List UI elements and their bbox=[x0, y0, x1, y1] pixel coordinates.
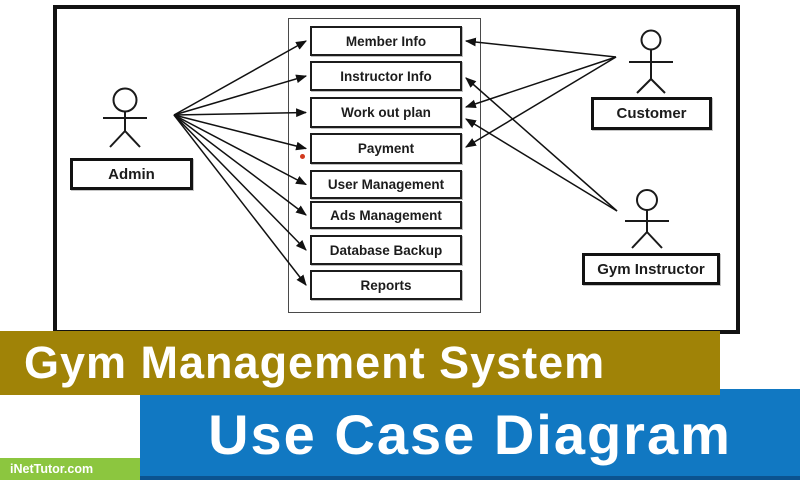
use-case-work-out-plan: Work out plan bbox=[310, 97, 462, 128]
arrow-admin-to-database-backup bbox=[173, 114, 307, 251]
arrow-admin-to-reports bbox=[173, 114, 307, 286]
association-arrows bbox=[173, 37, 618, 286]
actor-label-customer: Customer bbox=[591, 97, 712, 130]
use-case-user-management: User Management bbox=[310, 170, 462, 199]
customer-actor-icon bbox=[629, 29, 673, 94]
red-dot-artifact bbox=[300, 154, 305, 159]
gym-instructor-actor-icon bbox=[625, 189, 669, 249]
use-case-database-backup: Database Backup bbox=[310, 235, 462, 265]
arrow-admin-to-instructor-info bbox=[173, 74, 308, 116]
arrow-admin-to-work-out-plan bbox=[173, 108, 308, 118]
arrow-gym-instructor-to-instructor-info bbox=[465, 77, 618, 212]
arrow-customer-to-payment bbox=[465, 56, 617, 148]
arrow-customer-to-member-info bbox=[464, 37, 617, 58]
use-case-instructor-info: Instructor Info bbox=[310, 61, 462, 91]
subtitle-banner: Use Case Diagram bbox=[140, 389, 800, 480]
arrow-gym-instructor-to-work-out-plan bbox=[465, 118, 618, 212]
watermark-strip: iNetTutor.com bbox=[0, 458, 140, 480]
use-case-payment: Payment bbox=[310, 133, 462, 164]
actor-label-gym-instructor: Gym Instructor bbox=[582, 253, 720, 285]
actor-label-admin: Admin bbox=[70, 158, 193, 190]
admin-actor-icon bbox=[103, 87, 147, 148]
title-banner: Gym Management System bbox=[0, 331, 720, 395]
arrow-admin-to-payment bbox=[173, 114, 308, 151]
use-case-ads-management: Ads Management bbox=[310, 201, 462, 229]
arrow-admin-to-member-info bbox=[173, 40, 307, 116]
use-case-member-info: Member Info bbox=[310, 26, 462, 56]
arrow-admin-to-user-management bbox=[173, 114, 307, 186]
arrow-admin-to-ads-management bbox=[173, 114, 307, 216]
use-case-reports: Reports bbox=[310, 270, 462, 300]
arrow-customer-to-work-out-plan bbox=[464, 56, 617, 109]
